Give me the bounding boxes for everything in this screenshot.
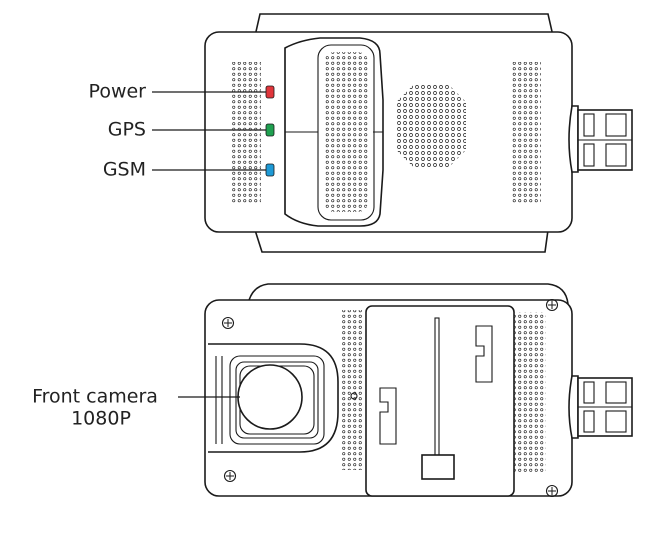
housing-stripes: [215, 356, 223, 444]
front-camera-resolution: 1080P: [71, 408, 131, 430]
mounting-plate: [365, 305, 515, 497]
gps-label: GPS: [108, 119, 146, 141]
right-grille: [511, 62, 541, 204]
mount-facet: [284, 48, 383, 214]
bottom-view-device: [204, 283, 633, 498]
power-led: [265, 85, 275, 99]
top-side-connector: [568, 105, 633, 173]
bottom-view-top-ridge: [247, 283, 569, 305]
screw-bottom-left: [223, 469, 237, 483]
gsm-led: [265, 163, 275, 177]
bottom-left-grille: [342, 310, 364, 470]
plate-tab-right: [475, 325, 493, 383]
lens-frame-outer: [229, 355, 325, 445]
front-camera-lens: [237, 364, 303, 430]
mount-slider: [421, 454, 455, 480]
screw-top-left: [221, 316, 235, 330]
lens-frame-inner: [235, 361, 319, 439]
screw-bottom-right: [545, 484, 559, 498]
front-camera-label: Front camera: [32, 386, 158, 408]
gsm-label: GSM: [103, 159, 146, 181]
reset-hole: [350, 392, 358, 400]
mount-pad: [317, 44, 375, 221]
top-view-device: [204, 13, 633, 253]
gps-led: [265, 123, 275, 137]
bottom-right-grille: [514, 312, 546, 472]
plate-tab-left: [379, 387, 397, 445]
bottom-ridge: [253, 229, 549, 253]
left-grille: [231, 62, 261, 204]
screw-top-right: [545, 298, 559, 312]
round-grille: [396, 84, 466, 168]
mount-pad-dots: [324, 52, 368, 212]
bottom-side-connector: [568, 375, 633, 439]
power-label: Power: [89, 81, 147, 103]
